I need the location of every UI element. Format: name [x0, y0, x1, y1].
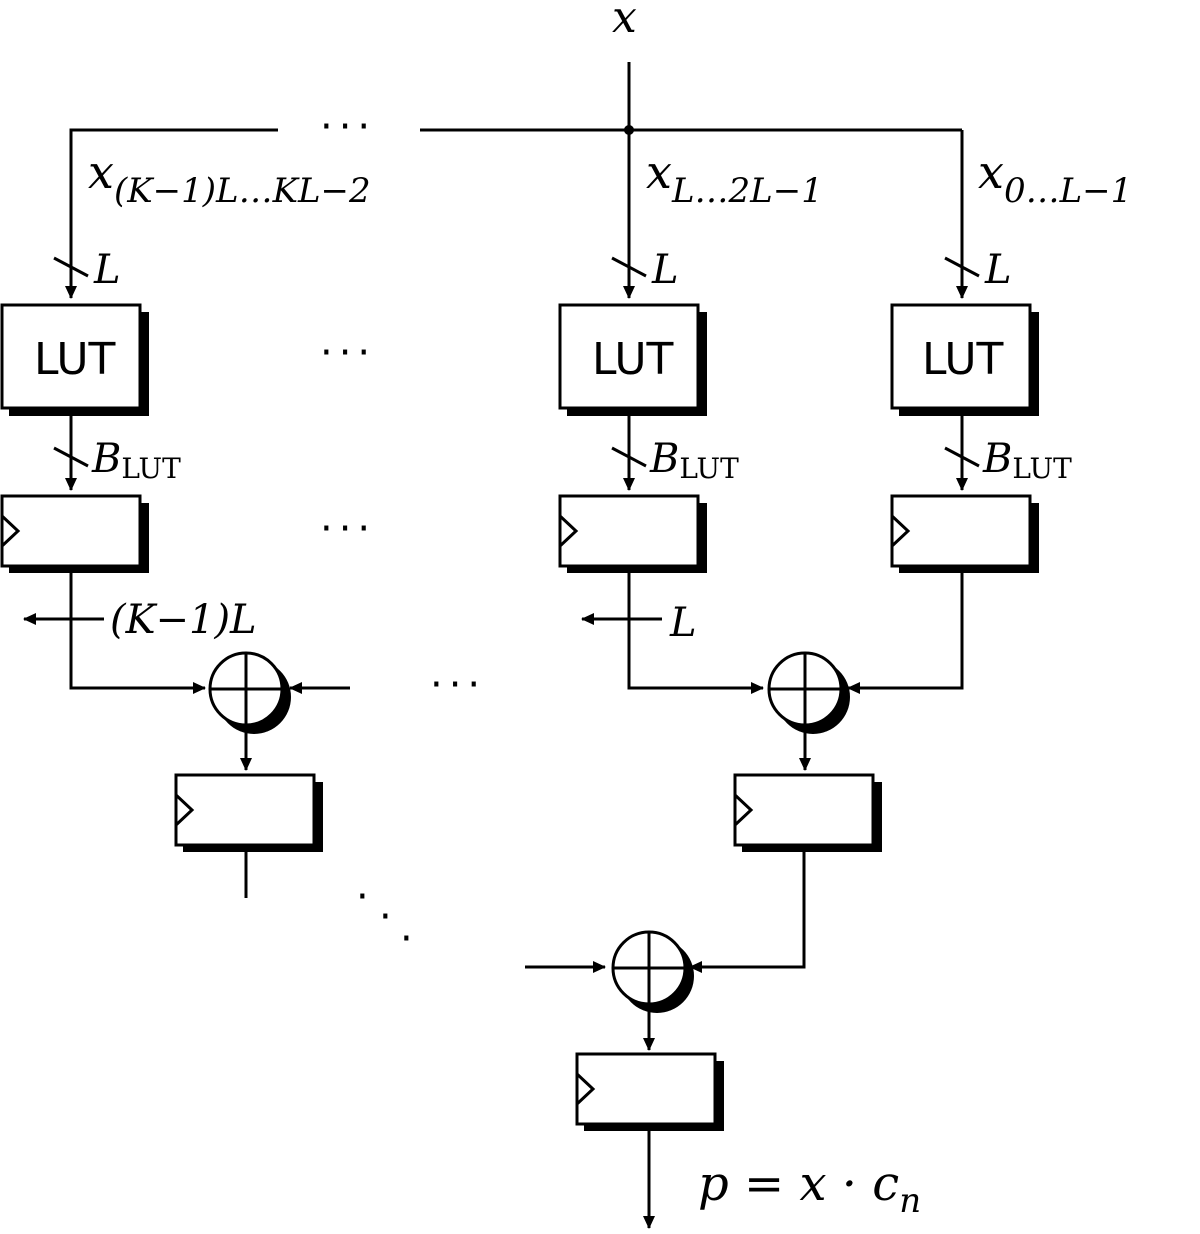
- lut-left: LUT: [0, 303, 149, 416]
- svg-text:xL…2L−1: xL…2L−1: [646, 145, 823, 211]
- svg-text:LUT: LUT: [592, 334, 674, 385]
- diagonal-ellipsis-3: ·: [400, 916, 413, 962]
- adder-left: [208, 651, 291, 734]
- bus-left: [65, 128, 278, 299]
- register-center: [558, 494, 707, 573]
- lut-ellipsis: ···: [320, 330, 376, 376]
- lut-width-label-center: BLUT: [649, 436, 739, 485]
- slice-input-label-left: x(K−1)L…KL−2: [88, 145, 371, 211]
- register-sum-left: [174, 773, 323, 852]
- width-slash-right: [944, 256, 980, 278]
- lut-width-label-right: BLUT: [982, 436, 1072, 485]
- wire-left-to-adder: [69, 566, 206, 694]
- lut-width-label-left: BLUT: [91, 436, 181, 485]
- slice-input-label-center: xL…2L−1: [646, 145, 823, 211]
- svg-text:LUT: LUT: [922, 334, 1004, 385]
- adder-final: [611, 930, 694, 1013]
- slice-input-label-right: x0…L−1: [978, 145, 1132, 211]
- svg-text:LUT: LUT: [34, 334, 116, 385]
- svg-text:x(K−1)L…KL−2: x(K−1)L…KL−2: [88, 145, 371, 211]
- wire-right-to-adder: [847, 566, 964, 694]
- width-label-right: L: [984, 247, 1012, 293]
- bus-ellipsis: ···: [320, 104, 376, 150]
- width-label-left: L: [93, 247, 121, 293]
- register-sum-center: [733, 773, 882, 852]
- shift-label-center: L: [669, 600, 697, 646]
- adder-center: [767, 651, 850, 734]
- lut-width-slash-center: [611, 446, 647, 468]
- diagonal-ellipsis-1: ·: [356, 874, 369, 920]
- width-slash-center: [611, 256, 647, 278]
- register-output: [575, 1052, 724, 1131]
- register-right: [890, 494, 1039, 573]
- wire-center-to-adder: [627, 566, 764, 694]
- register-ellipsis: ···: [320, 506, 376, 552]
- svg-text:x0…L−1: x0…L−1: [978, 145, 1132, 211]
- adder-ellipsis: ···: [430, 662, 486, 708]
- register-left: [0, 494, 149, 573]
- width-label-center: L: [651, 247, 679, 293]
- register-sum-center-out: [689, 845, 806, 973]
- width-slash-left: [53, 256, 89, 278]
- input-label: x: [612, 0, 637, 43]
- lut-width-slash-right: [944, 446, 980, 468]
- lut-center: LUT: [558, 303, 707, 416]
- lut-width-slash-left: [53, 446, 89, 468]
- lut-right: LUT: [890, 303, 1039, 416]
- output-label: p = x · cn: [698, 1156, 921, 1221]
- shift-label-left: (K−1)L: [110, 597, 257, 643]
- diagonal-ellipsis-2: ·: [379, 894, 392, 940]
